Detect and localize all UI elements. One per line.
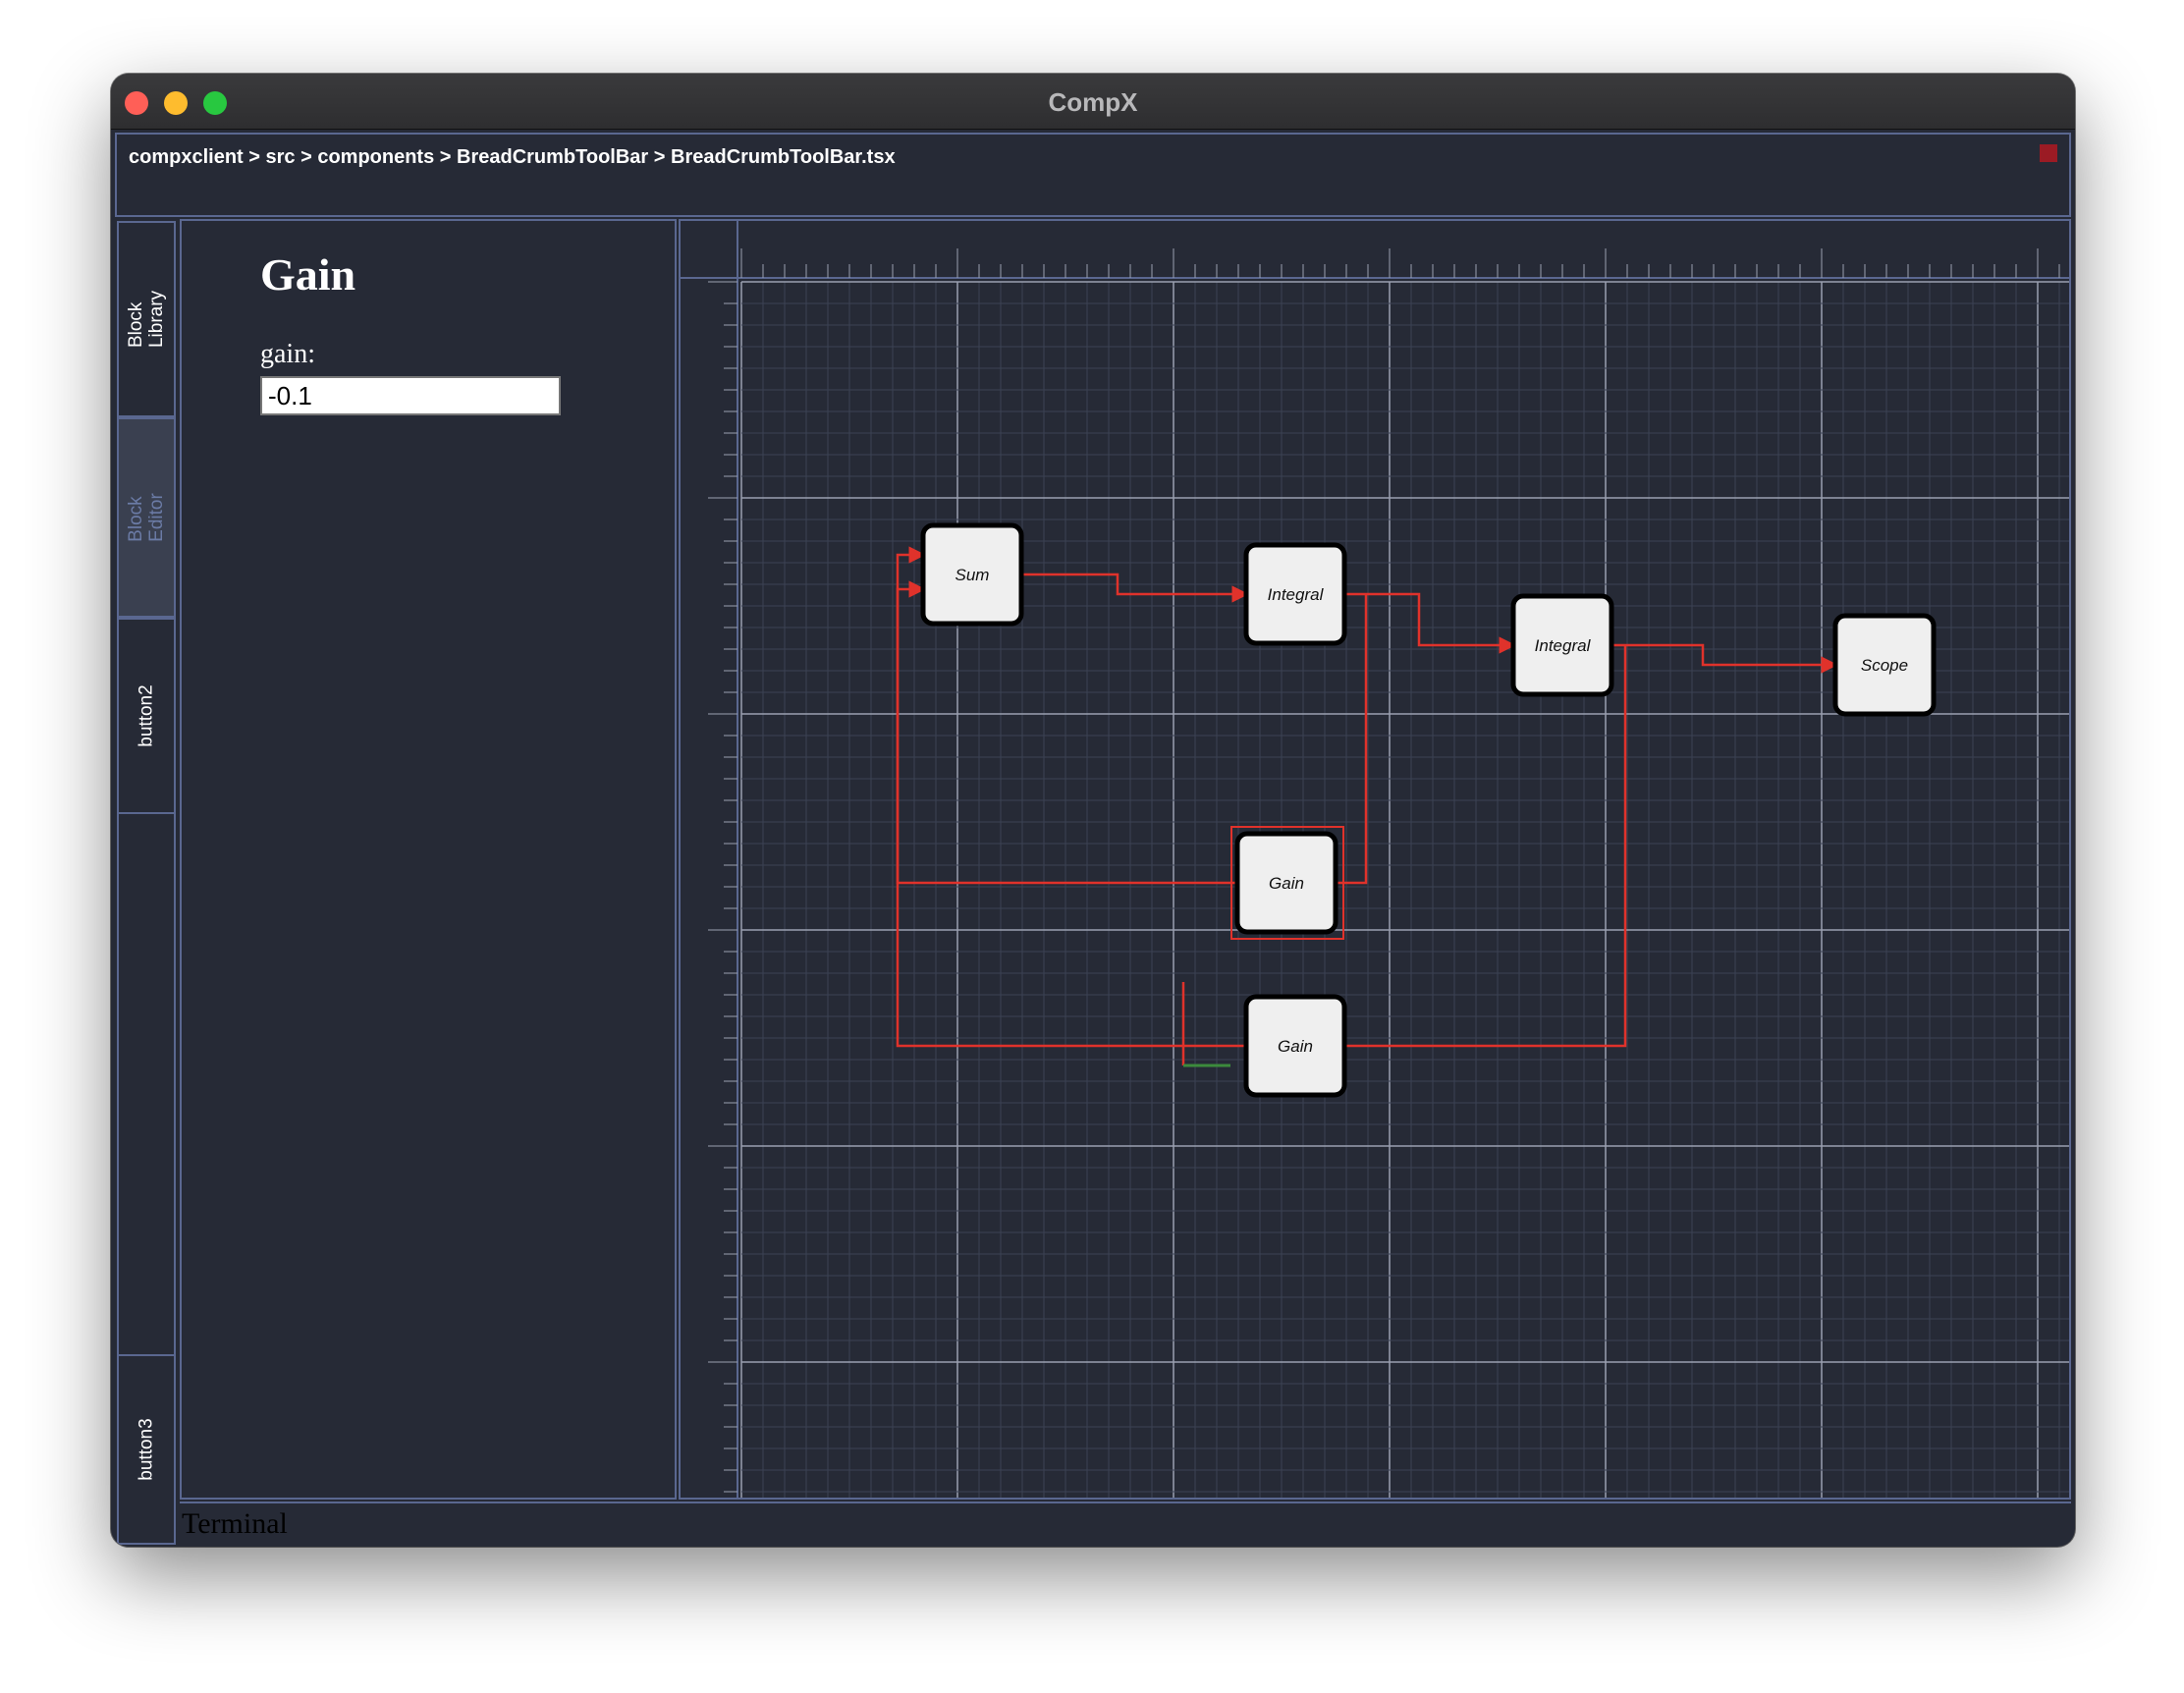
block-gain-2[interactable]: Gain [1243,994,1347,1098]
sidebar-item-block-library[interactable]: Block Library [117,221,176,417]
sidebar-item-label: Block Library [126,290,167,349]
wire-gain2-sum [896,580,1247,1048]
app-window: CompX compxclient > src > components > B… [111,74,2075,1547]
selection-outline [1230,826,1344,940]
wire-integral1-integral2 [1344,592,1516,654]
block-integral-1[interactable]: Integral [1243,542,1347,646]
wires [896,546,1838,1055]
gain-input[interactable] [260,376,561,415]
block-title: Gain [260,249,356,300]
block-diagram-canvas[interactable]: Sum Integral Integral Scope Gain Gai [679,219,2071,1500]
terminal-label: Terminal [182,1507,288,1540]
sidebar-item-label: button2 [136,684,157,747]
wire-integral2-gain2 [1320,645,1627,1055]
sidebar-item-label: Block Editor [126,493,167,542]
gain-label: gain: [260,339,315,369]
close-window-button[interactable] [125,91,148,115]
block-label: Integral [1268,585,1325,604]
sidebar-item-button2[interactable]: button2 [117,618,176,814]
block-gain-1[interactable]: Gain [1230,826,1344,940]
block-label: Integral [1535,636,1592,655]
block-scope[interactable]: Scope [1832,613,1937,717]
breadcrumb-toolbar: compxclient > src > components > BreadCr… [115,133,2071,217]
stop-icon[interactable] [2040,144,2057,162]
sidebar: Block Library Block Editor button2 butto… [115,219,178,1545]
block-label: Scope [1861,656,1908,675]
block-label: Sum [956,566,990,584]
wire-integral2-scope [1611,643,1838,674]
title-bar: CompX [111,74,2075,130]
block-sum[interactable]: Sum [920,522,1024,627]
block-label: Gain [1278,1037,1313,1056]
block-editor-panel: Gain gain: [180,219,677,1500]
terminal-panel[interactable]: Terminal [180,1502,2071,1545]
sidebar-spacer [117,814,176,1354]
wire-sum-integral1 [1021,573,1249,603]
sidebar-item-label: button3 [136,1418,157,1481]
sidebar-item-block-editor[interactable]: Block Editor [117,417,176,618]
breadcrumb: compxclient > src > components > BreadCr… [129,146,896,168]
sidebar-item-button3[interactable]: button3 [117,1354,176,1545]
canvas-grid [740,281,2069,1498]
canvas-rulers [681,221,2069,1498]
block-integral-2[interactable]: Integral [1510,593,1614,697]
maximize-window-button[interactable] [203,91,227,115]
block-label: Gain [1269,874,1304,893]
window-title: CompX [1048,87,1138,117]
minimize-window-button[interactable] [164,91,188,115]
